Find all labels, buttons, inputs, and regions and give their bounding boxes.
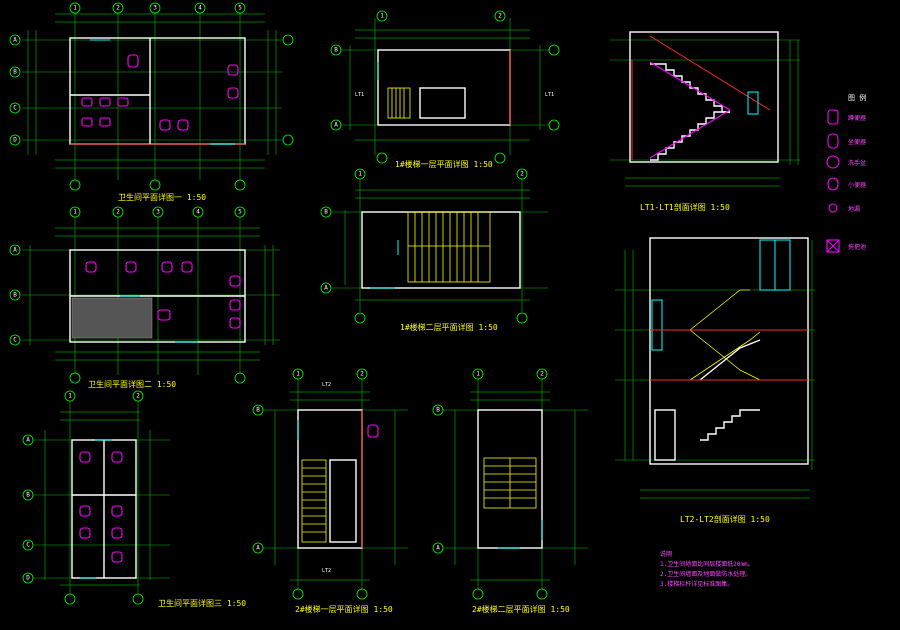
seat-toilet-icon — [827, 133, 839, 149]
axis-c: C — [26, 542, 30, 549]
axis-b: B — [324, 209, 328, 216]
drawing-lt1-section: LT1-LT1剖面详图 1:50 — [610, 31, 800, 212]
drawing-stair1-floor2: 1 2 A B 1#楼梯二层平面详图 1:50 — [320, 168, 548, 332]
axis-2: 2 — [136, 393, 140, 400]
axis-5: 5 — [238, 209, 242, 216]
notes-line-3: 3.楼梯栏杆详见标准图集。 — [660, 580, 733, 588]
axis-1: 1 — [380, 13, 384, 20]
axis-4: 4 — [198, 5, 202, 12]
axis-1: 1 — [68, 393, 72, 400]
legend-title: 图 例 — [848, 93, 866, 102]
drawing-stair2-floor2: 1 2 A B 2#楼梯二层平面详图 1:50 — [432, 368, 588, 614]
title-lt2-section: LT2-LT2剖面详图 1:50 — [680, 514, 770, 524]
axis-3: 3 — [153, 5, 157, 12]
axis-b: B — [13, 69, 17, 76]
axis-b: B — [26, 492, 30, 499]
axis-2: 2 — [116, 209, 120, 216]
legend-item-4: 小便器 — [848, 181, 866, 189]
axis-b: B — [256, 407, 260, 414]
legend-item-2: 坐便器 — [848, 138, 866, 146]
title-stair2-floor2: 2#楼梯二层平面详图 1:50 — [472, 604, 570, 614]
axis-4: 4 — [196, 209, 200, 216]
axis-1: 1 — [73, 5, 77, 12]
title-stair1-floor1: 1#楼梯一层平面详图 1:50 — [395, 159, 493, 169]
axis-a: A — [13, 37, 17, 44]
section-tag-top: LT2 — [322, 382, 331, 388]
drawing-toilet-plan-1: 1 2 3 4 5 A B C D 卫生间平面详图一 1:50 — [9, 2, 294, 202]
notes-line-1: 1.卫生间地面比同层楼面低20mm。 — [660, 560, 754, 568]
axis-d: D — [13, 137, 17, 144]
axis-d: D — [26, 575, 30, 582]
axis-a: A — [324, 285, 328, 292]
axis-2: 2 — [520, 171, 524, 178]
legend-item-5: 地漏 — [848, 205, 860, 213]
axis-a: A — [13, 247, 17, 254]
axis-a: A — [436, 545, 440, 552]
notes-line-2: 2.卫生间墙面及地面做防水处理。 — [660, 570, 751, 578]
axis-2: 2 — [116, 5, 120, 12]
axis-1: 1 — [296, 371, 300, 378]
drawing-stair2-floor1: 1 2 A B LT2 LT2 2#楼梯一层平面详图 1:50 — [252, 368, 408, 614]
squat-toilet-icon — [827, 109, 839, 125]
axis-a: A — [256, 545, 260, 552]
axis-b: B — [334, 47, 338, 54]
title-toilet-plan-2: 卫生间平面详图二 1:50 — [88, 379, 176, 389]
drawing-lt2-section: LT2-LT2剖面详图 1:50 — [615, 237, 815, 524]
title-stair1-floor2: 1#楼梯二层平面详图 1:50 — [400, 322, 498, 332]
axis-5: 5 — [238, 5, 242, 12]
axis-1: 1 — [476, 371, 480, 378]
drawing-toilet-plan-3: 1 2 A B C D 卫生间平面详图三 1:50 — [22, 390, 246, 608]
legend-item-1: 蹲便器 — [848, 114, 866, 122]
axis-2: 2 — [498, 13, 502, 20]
title-toilet-plan-3: 卫生间平面详图三 1:50 — [158, 598, 246, 608]
title-stair2-floor1: 2#楼梯一层平面详图 1:50 — [295, 604, 393, 614]
drawing-stair1-floor1: 1 2 A B LT1 LT1 1#楼梯一层平面详图 1:50 — [330, 10, 560, 169]
urinal-icon — [827, 177, 839, 191]
axis-a: A — [334, 122, 338, 129]
section-tag-right: LT1 — [545, 92, 554, 98]
axis-c: C — [13, 337, 17, 344]
drawing-toilet-plan-2: 1 2 3 4 5 A B C 卫生间平面详图二 1:50 — [9, 206, 280, 389]
legend-item-3: 洗手盆 — [848, 159, 866, 167]
title-lt1-section: LT1-LT1剖面详图 1:50 — [640, 202, 730, 212]
section-tag-left: LT1 — [355, 92, 364, 98]
legend-item-6: 拖把池 — [848, 243, 866, 251]
axis-b: B — [13, 292, 17, 299]
section-tag-bottom: LT2 — [322, 568, 331, 574]
washbasin-icon — [826, 155, 840, 169]
design-notes: 说明 1.卫生间地面比同层楼面低20mm。 2.卫生间墙面及地面做防水处理。 3… — [660, 550, 754, 588]
legend: 图 例 蹲便器 坐便器 洗手盆 小便器 地漏 拖把池 — [826, 93, 866, 253]
notes-title: 说明 — [660, 550, 672, 558]
axis-2: 2 — [360, 371, 364, 378]
title-toilet-plan-1: 卫生间平面详图一 1:50 — [118, 192, 206, 202]
axis-c: C — [13, 105, 17, 112]
floor-drain-icon — [828, 203, 838, 213]
axis-1: 1 — [73, 209, 77, 216]
axis-b: B — [436, 407, 440, 414]
axis-2: 2 — [540, 371, 544, 378]
axis-3: 3 — [156, 209, 160, 216]
axis-a: A — [26, 437, 30, 444]
mop-sink-icon — [826, 239, 840, 253]
axis-1: 1 — [358, 171, 362, 178]
